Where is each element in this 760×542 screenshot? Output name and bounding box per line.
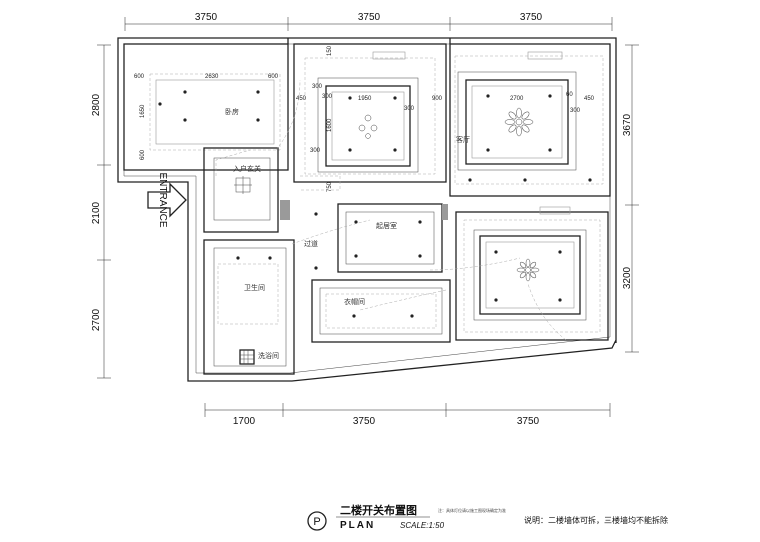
study-dim-1950: 1950 bbox=[358, 96, 372, 102]
study-room: 300 300 1950 300 1600 300 450 150 750 bbox=[293, 43, 447, 192]
lounge-label: 起居室 bbox=[376, 221, 397, 230]
title-name: 二楼开关布置图 bbox=[340, 503, 417, 517]
bedroom-dim-1650: 1650 bbox=[140, 104, 146, 118]
laundry-vent-icon bbox=[239, 349, 255, 365]
bedroom-label: 卧房 bbox=[225, 107, 239, 116]
lounge: 起居室 bbox=[337, 203, 448, 273]
title-small-note: 注：具体灯位请以施工图现场确定为准 bbox=[438, 507, 506, 513]
left-dim-3: 2700 bbox=[91, 308, 102, 331]
living-dim-450: 450 bbox=[584, 96, 595, 102]
laundry-label: 洗浴间 bbox=[258, 351, 279, 360]
top-dimension-chain: 3750 3750 3750 bbox=[124, 12, 613, 31]
right-dimension-chain: 3670 3200 bbox=[622, 44, 639, 353]
study-dim-300-d: 300 bbox=[310, 148, 321, 154]
study-dim-300-c: 300 bbox=[404, 106, 415, 112]
living-dim-2700: 2700 bbox=[510, 96, 524, 102]
entrance-grid-lamp bbox=[234, 176, 252, 194]
study-dim-1600: 1600 bbox=[327, 118, 333, 132]
bedroom: 600 2630 600 1650 600 卧房 bbox=[123, 43, 289, 171]
title-block: P 二楼开关布置图 PLAN SCALE:1:50 注：具体灯位请以施工图现场确… bbox=[307, 503, 668, 531]
living-room-label: 客厅 bbox=[456, 135, 470, 144]
bedroom-dim-600-right: 600 bbox=[268, 74, 279, 80]
study-dim-750: 750 bbox=[327, 181, 333, 192]
right-dim-1: 3670 bbox=[622, 113, 633, 136]
bathroom: 卫生间 洗浴间 bbox=[203, 239, 295, 375]
living-dim-60: 60 bbox=[566, 92, 573, 98]
right-dim-2: 3200 bbox=[622, 266, 633, 289]
bathroom-label: 卫生间 bbox=[244, 283, 265, 292]
top-dim-2: 3750 bbox=[358, 12, 381, 23]
title-note: 说明：二楼墙体可拆，三楼墙均不能拆除 bbox=[524, 515, 668, 525]
title-symbol: P bbox=[313, 516, 320, 528]
living-dim-900: 900 bbox=[432, 96, 443, 102]
study-dim-300-a: 300 bbox=[312, 84, 323, 90]
title-scale: SCALE:1:50 bbox=[400, 521, 445, 530]
exterior-walls bbox=[117, 37, 617, 382]
study-dim-150: 150 bbox=[327, 45, 333, 56]
entrance-hall: 入户玄关 bbox=[203, 147, 290, 233]
study-dim-300-b: 300 bbox=[322, 94, 333, 100]
corridor: 过道 bbox=[304, 212, 318, 270]
entrance-label: ENTRANCE bbox=[157, 172, 168, 227]
left-dim-1: 2800 bbox=[91, 93, 102, 116]
bedroom-dim-2630: 2630 bbox=[205, 74, 219, 80]
living-chandelier bbox=[504, 107, 534, 137]
study-dim-450: 450 bbox=[296, 96, 307, 102]
bottom-dimension-chain: 1700 3750 3750 bbox=[204, 403, 611, 427]
bottom-dim-3: 3750 bbox=[517, 416, 540, 427]
bottom-dim-1: 1700 bbox=[233, 416, 256, 427]
storage-label: 衣帽间 bbox=[344, 297, 365, 306]
top-dim-1: 3750 bbox=[195, 12, 218, 23]
corridor-label: 过道 bbox=[304, 239, 318, 248]
living-dim-300: 300 bbox=[570, 108, 581, 114]
bottom-right-chandelier bbox=[516, 258, 540, 282]
bedroom-dim-600-bottom: 600 bbox=[140, 149, 146, 160]
entrance-hall-label: 入户玄关 bbox=[233, 164, 261, 173]
left-dim-2: 2100 bbox=[91, 201, 102, 224]
storage-room: 衣帽间 bbox=[311, 279, 451, 343]
living-room: 900 2700 450 300 60 客厅 bbox=[432, 43, 611, 197]
bottom-dim-2: 3750 bbox=[353, 416, 376, 427]
study-chandelier bbox=[358, 114, 378, 139]
top-dim-3: 3750 bbox=[520, 12, 543, 23]
bedroom-dim-600-left: 600 bbox=[134, 74, 145, 80]
bottom-right-room bbox=[455, 206, 609, 341]
left-dimension-chain: 2800 2100 2700 bbox=[91, 44, 111, 379]
title-subtitle: PLAN bbox=[340, 520, 375, 531]
entrance-arrow: ENTRANCE bbox=[147, 172, 187, 228]
switch-wiring bbox=[215, 79, 567, 341]
